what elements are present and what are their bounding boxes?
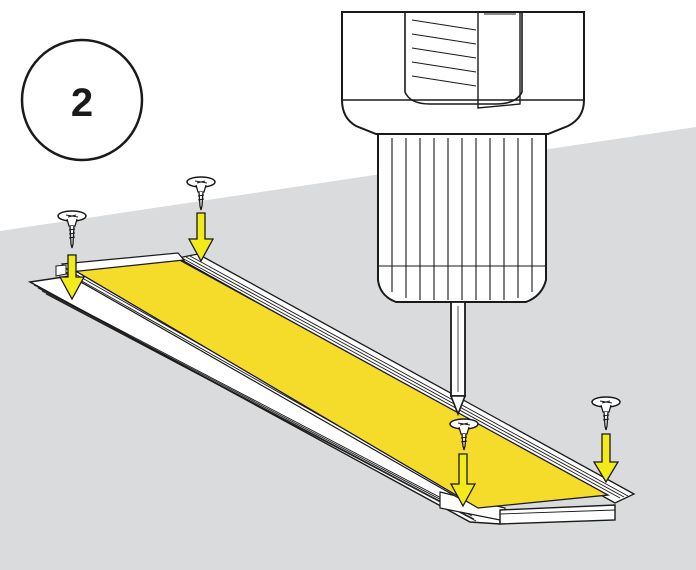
arrow-down-icon <box>449 453 477 508</box>
screw-icon <box>449 418 479 451</box>
led-profile-channel <box>27 252 636 525</box>
arrow-down-icon <box>58 254 86 301</box>
drill-icon <box>341 11 585 417</box>
step-badge: 2 <box>20 38 144 162</box>
step-number: 2 <box>71 81 93 125</box>
screw-icon <box>57 210 87 249</box>
screw-icon <box>591 396 621 431</box>
arrow-down-icon <box>187 212 215 263</box>
arrow-down-icon <box>592 433 620 484</box>
screw-icon <box>186 176 216 211</box>
